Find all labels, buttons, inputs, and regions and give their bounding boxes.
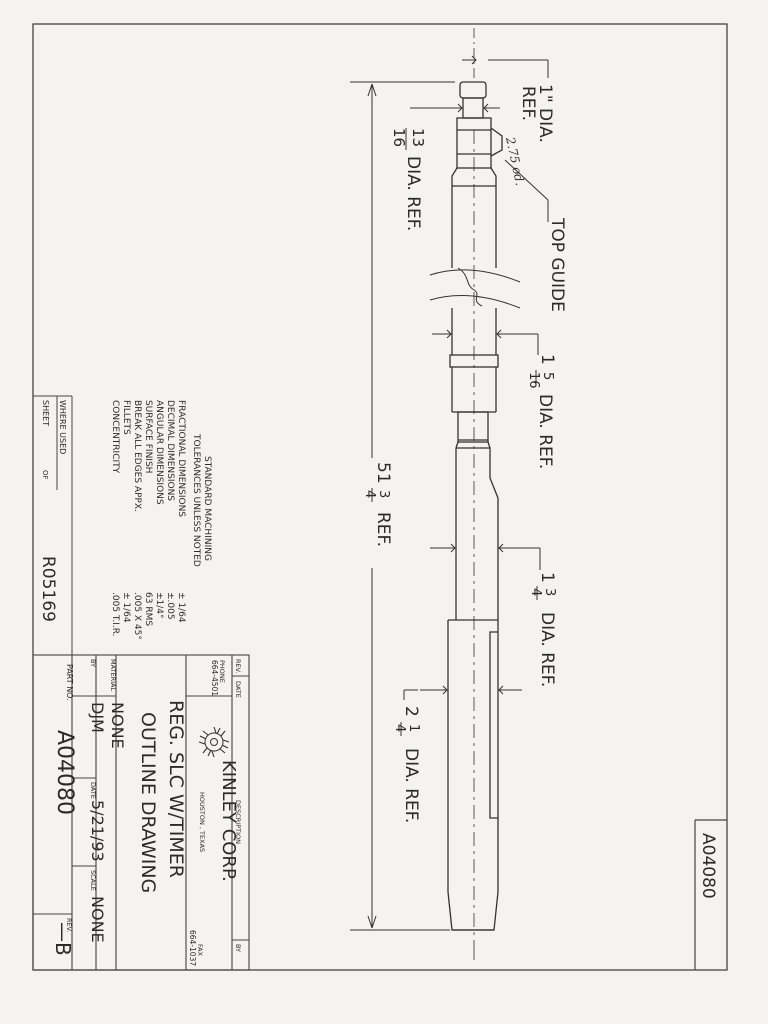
tolerances-heading-1: STANDARD MACHINING bbox=[202, 456, 212, 561]
title-block-text: REV. DATE DESCRIPTION BY KINLEY CORP. HO… bbox=[51, 659, 242, 966]
svg-text:5: 5 bbox=[540, 372, 555, 380]
of-label: OF bbox=[41, 470, 49, 480]
tolerance-label: SURFACE FINISH bbox=[143, 400, 153, 473]
title-line-2: OUTLINE DRAWING bbox=[137, 712, 159, 893]
svg-text:51: 51 bbox=[373, 462, 393, 484]
by-label: BY bbox=[234, 944, 242, 952]
by-value-label: BY bbox=[89, 659, 97, 667]
svg-text:DIA. REF.: DIA. REF. bbox=[401, 748, 421, 823]
tolerance-label: FILLETS bbox=[121, 400, 131, 435]
rev-value: —B bbox=[51, 922, 75, 956]
svg-text:REF.: REF. bbox=[373, 512, 393, 547]
svg-text:13: 13 bbox=[409, 128, 427, 147]
description-label: DESCRIPTION bbox=[234, 800, 242, 844]
fax-number: 664-1037 bbox=[188, 930, 197, 966]
svg-text:1: 1 bbox=[537, 572, 557, 583]
label-2-1-4-dia: 2 1 4 DIA. REF. bbox=[392, 706, 421, 823]
svg-text:1: 1 bbox=[537, 354, 557, 365]
tolerance-value: .005 X 45° bbox=[132, 592, 142, 640]
company-name: KINLEY CORP. bbox=[218, 760, 239, 882]
title-line-1: REG. SLC W/TIMER bbox=[165, 700, 187, 878]
svg-text:4: 4 bbox=[362, 490, 377, 498]
tolerance-value: .005 T.I.R. bbox=[110, 592, 120, 637]
tolerance-value: ±.005 bbox=[165, 592, 175, 620]
tolerance-value: ±1/4° bbox=[154, 592, 164, 619]
label-1in-dia: 1" DIA. bbox=[535, 84, 555, 143]
by-value: DJM bbox=[88, 702, 107, 733]
tolerance-label: BREAK ALL EDGES APPX. bbox=[132, 400, 142, 512]
material-label: MATERIAL bbox=[109, 659, 117, 692]
label-1in-ref: REF. bbox=[518, 86, 538, 121]
date-value: 5/21/93 bbox=[88, 800, 107, 862]
label-overall-length: 51 3 4 REF. bbox=[362, 462, 393, 547]
fax-label: FAX bbox=[196, 944, 204, 957]
sheet-label: SHEET bbox=[41, 400, 50, 426]
svg-text:4: 4 bbox=[392, 724, 407, 732]
part-outline bbox=[429, 28, 521, 960]
scale-label: SCALE bbox=[89, 870, 97, 891]
date-label: DATE bbox=[234, 681, 242, 698]
tolerance-value: ± 1/64 bbox=[121, 592, 131, 623]
label-13-16-dia: 13 16 DIA. REF. bbox=[390, 128, 427, 231]
svg-text:16: 16 bbox=[526, 372, 541, 389]
part-no-value: A04080 bbox=[52, 730, 77, 815]
tolerance-value: ± 1/64 bbox=[176, 592, 186, 623]
rev-value-label: REV. bbox=[65, 918, 73, 932]
svg-text:1: 1 bbox=[406, 724, 421, 732]
tolerance-label: ANGULAR DIMENSIONS bbox=[154, 400, 164, 505]
date-value-label: DATE bbox=[89, 782, 97, 799]
title-block-grid bbox=[32, 654, 250, 971]
material-value: NONE bbox=[108, 702, 127, 749]
where-used-value: R05169 bbox=[38, 556, 58, 622]
svg-text:4: 4 bbox=[528, 588, 543, 596]
company-city: HOUSTON , TEXAS bbox=[198, 792, 206, 852]
part-no-label: PART NO. bbox=[65, 664, 74, 701]
tolerance-label: CONCENTRICITY bbox=[110, 400, 120, 474]
phone-number: 664-4501 bbox=[210, 660, 219, 696]
scale-value: NONE bbox=[88, 896, 107, 943]
kinley-logo bbox=[198, 726, 230, 758]
drawing-number: A04080 bbox=[698, 833, 718, 899]
where-used-label: WHERE USED bbox=[58, 400, 67, 454]
drawing-border bbox=[32, 23, 728, 971]
tolerance-label: DECIMAL DIMENSIONS bbox=[165, 400, 175, 501]
svg-text:DIA. REF.: DIA. REF. bbox=[535, 394, 555, 469]
rev-label: REV. bbox=[234, 659, 242, 673]
tolerances-block: STANDARD MACHINING TOLERANCES UNLESS NOT… bbox=[110, 400, 212, 640]
svg-text:3: 3 bbox=[376, 490, 391, 498]
label-1-3-4-dia: 1 3 4 DIA. REF. bbox=[528, 572, 557, 687]
tolerance-value: 63 RMS bbox=[143, 592, 153, 626]
svg-text:2: 2 bbox=[401, 706, 421, 717]
dimension-labels: 1" DIA. REF. TOP GUIDE 13 16 DIA. REF. 1… bbox=[362, 84, 567, 823]
svg-text:3: 3 bbox=[542, 588, 557, 596]
label-1-5-16-dia: 1 5 16 DIA. REF. bbox=[526, 354, 557, 469]
phone-label: PHONE bbox=[218, 660, 226, 683]
label-top-guide: TOP GUIDE bbox=[547, 217, 567, 312]
svg-text:DIA. REF.: DIA. REF. bbox=[403, 156, 423, 231]
tolerance-label: FRACTIONAL DIMENSIONS bbox=[176, 400, 186, 517]
tolerances-heading-2: TOLERANCES UNLESS NOTED bbox=[191, 433, 201, 567]
dimension-lines bbox=[350, 55, 549, 931]
drawing-number-tab: A04080 bbox=[694, 819, 727, 970]
svg-text:DIA. REF.: DIA. REF. bbox=[537, 612, 557, 687]
svg-text:16: 16 bbox=[390, 128, 408, 147]
